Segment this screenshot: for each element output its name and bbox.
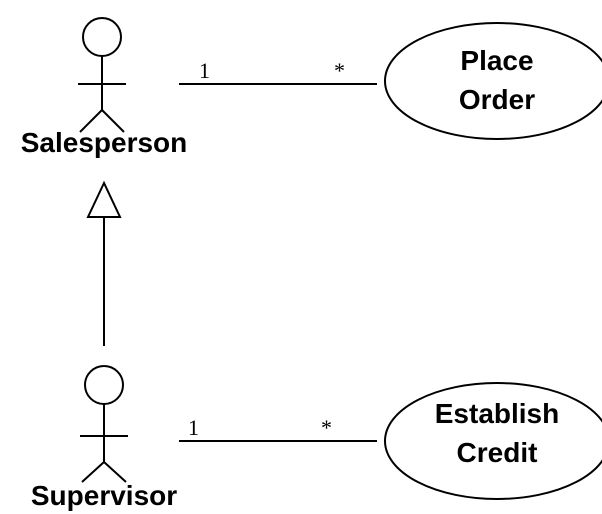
actor-supervisor-left-leg — [81, 461, 105, 483]
actor-supervisor-label: Supervisor — [31, 480, 177, 511]
target-multiplicity: * — [334, 58, 345, 83]
usecase-place-order-line-2: Order — [459, 84, 535, 115]
usecase-place-order[interactable]: Place Order — [384, 22, 602, 140]
actor-salesperson-left-leg — [79, 109, 103, 133]
actor-salesperson[interactable]: Salesperson — [21, 17, 188, 158]
association-supervisor-establish-credit[interactable]: 1 * — [179, 415, 377, 442]
target-multiplicity: * — [321, 415, 332, 440]
actor-supervisor[interactable]: Supervisor — [31, 365, 177, 511]
actor-supervisor-head — [84, 365, 124, 405]
actor-supervisor-right-leg — [103, 461, 127, 483]
usecase-establish-credit[interactable]: Establish Credit — [384, 382, 602, 500]
usecase-place-order-ellipse — [384, 22, 602, 140]
association-salesperson-place-order[interactable]: 1 * — [179, 58, 377, 85]
usecase-establish-credit-line-2: Credit — [457, 437, 538, 468]
source-multiplicity: 1 — [188, 415, 199, 440]
generalization-arrowhead — [86, 180, 122, 218]
usecase-establish-credit-line-1: Establish — [435, 398, 559, 429]
actor-salesperson-right-leg — [101, 109, 125, 133]
actor-salesperson-label: Salesperson — [21, 127, 188, 158]
source-multiplicity: 1 — [199, 58, 210, 83]
actor-salesperson-head — [82, 17, 122, 57]
usecase-place-order-line-1: Place — [460, 45, 533, 76]
usecase-establish-credit-ellipse — [384, 382, 602, 500]
generalization-supervisor-salesperson[interactable] — [86, 180, 122, 346]
